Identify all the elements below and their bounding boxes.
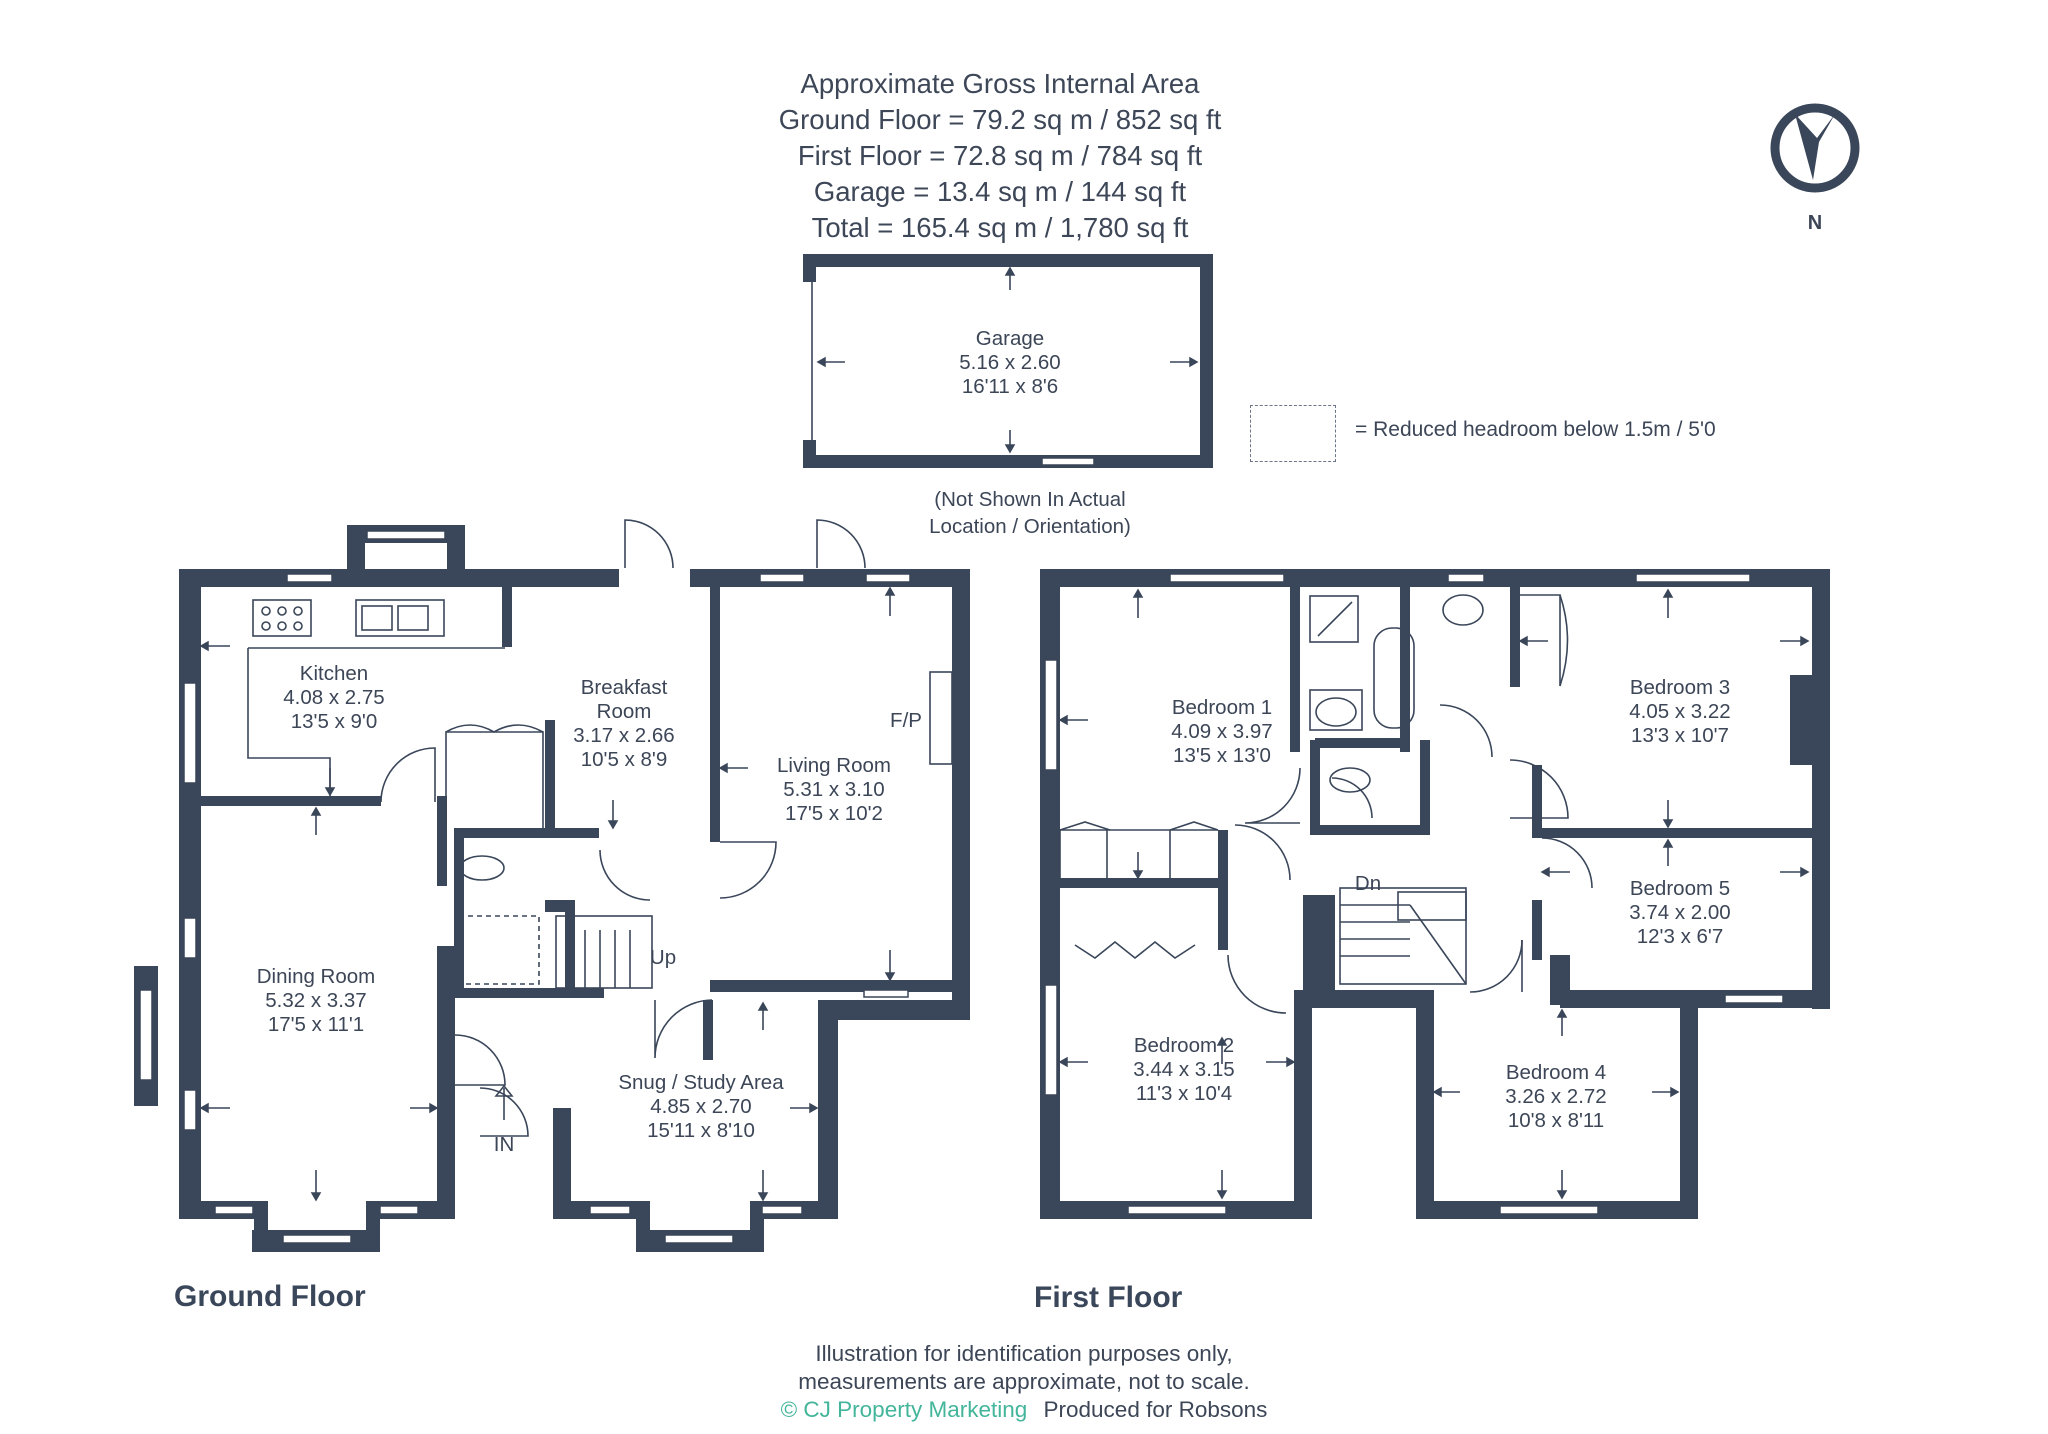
living-metric: 5.31 x 3.10 [783,778,884,801]
snug-imperial: 15'11 x 8'10 [647,1119,755,1142]
dining-metric: 5.32 x 3.37 [265,989,366,1012]
living-imperial: 17'5 x 10'2 [785,802,883,825]
living-name: Living Room [777,754,891,777]
area-total: Total = 165.4 sq m / 1,780 sq ft [811,212,1189,243]
bed4-metric: 3.26 x 2.72 [1505,1085,1606,1108]
disclaimer-line2: measurements are approximate, not to sca… [798,1369,1250,1394]
legend-text: = Reduced headroom below 1.5m / 5'0 [1355,418,1716,441]
garage-metric: 5.16 x 2.60 [959,351,1060,374]
bed2-metric: 3.44 x 3.15 [1133,1058,1234,1081]
bed4-name: Bedroom 4 [1506,1061,1606,1084]
garage-imperial: 16'11 x 8'6 [962,375,1058,398]
breakfast-metric: 3.17 x 2.66 [573,724,674,747]
stairs-down-label: Dn [1355,872,1381,895]
kitchen-metric: 4.08 x 2.75 [283,686,384,709]
bed4-imperial: 10'8 x 8'11 [1508,1109,1604,1132]
brand-credit: © CJ Property Marketing [780,1397,1028,1422]
bed5-metric: 3.74 x 2.00 [1629,901,1730,924]
breakfast-imperial: 10'5 x 8'9 [581,748,667,771]
area-garage: Garage = 13.4 sq m / 144 sq ft [813,176,1187,207]
snug-metric: 4.85 x 2.70 [650,1095,751,1118]
kitchen-imperial: 13'5 x 9'0 [291,710,377,733]
garage-note-line2: Location / Orientation) [929,515,1131,538]
garage-note-line1: (Not Shown In Actual [934,488,1126,511]
first-floor-label: First Floor [1034,1281,1183,1314]
area-first-floor: First Floor = 72.8 sq m / 784 sq ft [797,140,1203,171]
bed5-imperial: 12'3 x 6'7 [1637,925,1723,948]
bed1-name: Bedroom 1 [1172,696,1272,719]
area-ground-floor: Ground Floor = 79.2 sq m / 852 sq ft [778,104,1222,135]
dining-name: Dining Room [257,965,376,988]
garage-name: Garage [976,327,1044,350]
produced-for: Produced for Robsons [1043,1397,1268,1422]
dining-imperial: 17'5 x 11'1 [268,1013,364,1036]
reduced-headroom-swatch [1250,405,1336,462]
bed1-metric: 4.09 x 3.97 [1171,720,1272,743]
breakfast-name: Breakfast [581,676,668,699]
first-floor-plan: Bedroom 1 4.09 x 3.97 13'5 x 13'0 Bedroo… [1040,569,1830,1219]
bed3-name: Bedroom 3 [1630,676,1730,699]
bed5-name: Bedroom 5 [1630,877,1730,900]
disclaimer-line1: Illustration for identification purposes… [815,1341,1233,1366]
area-title: Approximate Gross Internal Area [800,68,1200,99]
entrance-label: IN [494,1133,515,1156]
fireplace-label: F/P [890,709,922,732]
bed3-metric: 4.05 x 3.22 [1629,700,1730,723]
bed2-imperial: 11'3 x 10'4 [1136,1082,1232,1105]
bed1-imperial: 13'5 x 13'0 [1173,744,1271,767]
bed2-name: Bedroom 2 [1134,1034,1234,1057]
ground-floor-plan: Kitchen 4.08 x 2.75 13'5 x 9'0 Breakfast… [134,519,970,1252]
stairs-up-label: Up [650,946,676,969]
north-arrow-icon: N [1755,80,1875,240]
compass-letter: N [1807,212,1823,234]
breakfast-name2: Room [597,700,652,723]
ground-floor-label: Ground Floor [174,1280,366,1313]
garage-plan: Garage 5.16 x 2.60 16'11 x 8'6 [803,254,1213,468]
kitchen-name: Kitchen [300,662,368,685]
bed3-imperial: 13'3 x 10'7 [1631,724,1729,747]
credits-line: © CJ Property Marketing Produced for Rob… [624,1396,1424,1424]
snug-name: Snug / Study Area [618,1071,784,1094]
